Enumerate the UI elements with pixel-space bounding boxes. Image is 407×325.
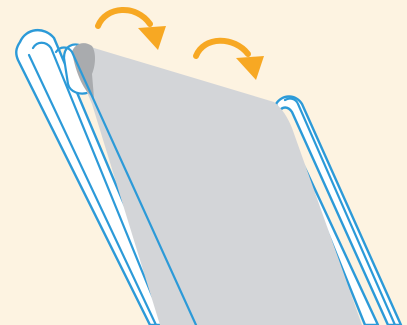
sheet-rolled-edge — [72, 43, 95, 98]
left-frame-rail — [15, 29, 177, 325]
curved-arrow-clockwise-icon — [95, 7, 166, 50]
curved-arrow-clockwise-icon — [193, 37, 264, 80]
left-frame-inner-rail — [54, 46, 198, 325]
sheet — [72, 43, 362, 325]
